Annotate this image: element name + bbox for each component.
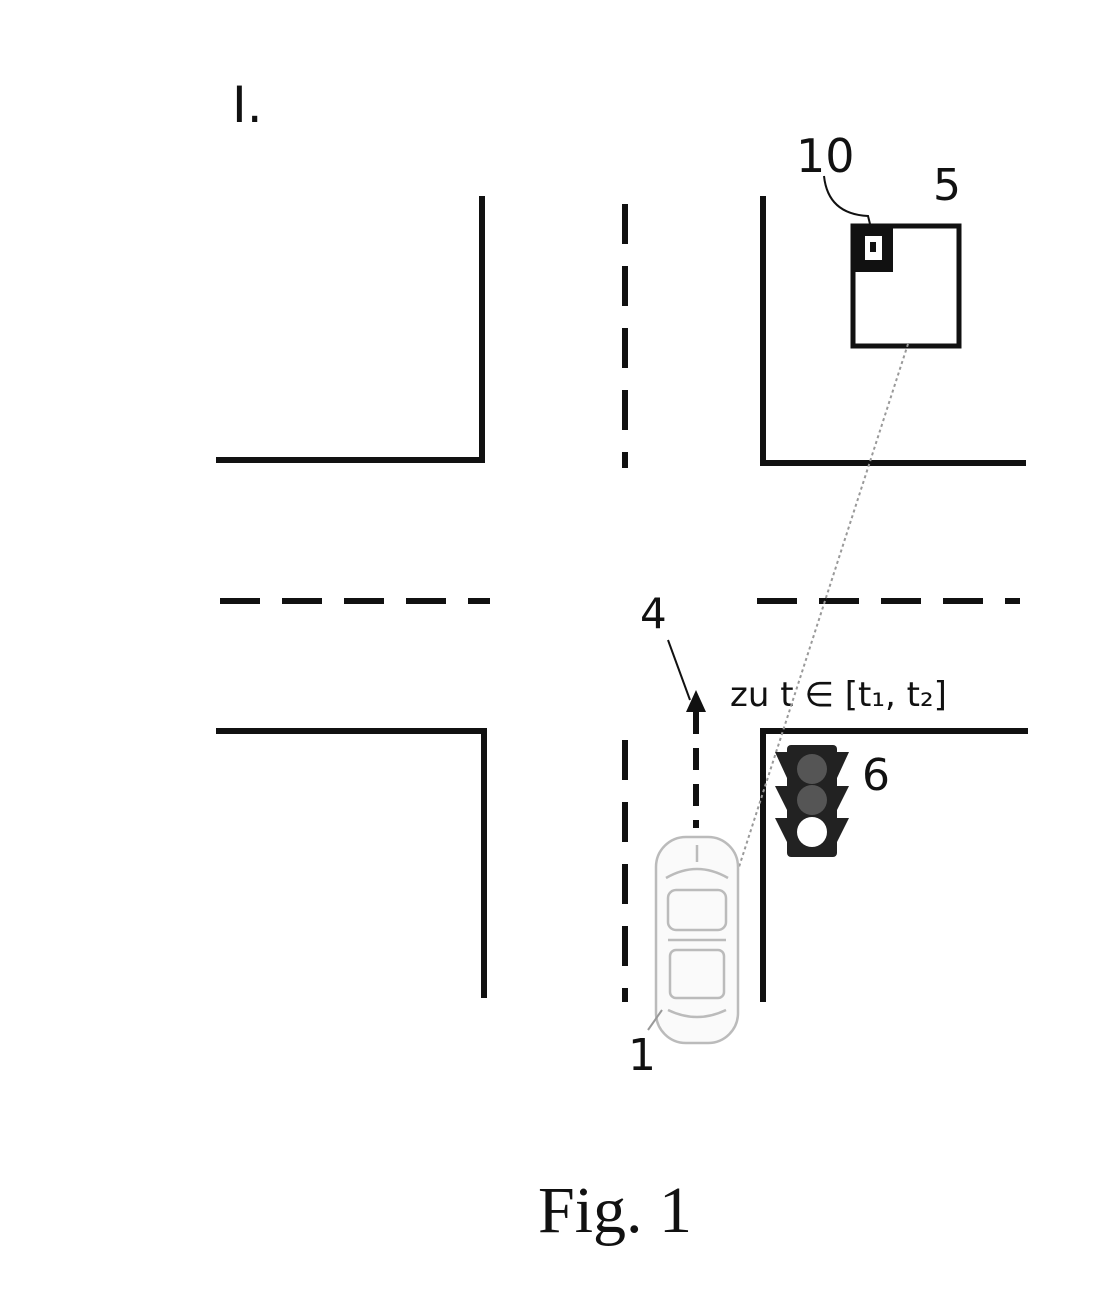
traffic-light-icon <box>775 745 849 857</box>
module-box-icon <box>853 226 893 272</box>
label-vehicle: 1 <box>628 1030 656 1081</box>
label-server: 5 <box>933 160 961 211</box>
car-topview-icon <box>654 835 740 1045</box>
time-window-label: zu t ∈ [t₁, t₂] <box>730 675 947 715</box>
label-traffic-light: 6 <box>862 750 890 801</box>
curb-bottom-right <box>760 728 1028 1002</box>
communication-link <box>737 343 909 871</box>
leader-module <box>823 175 873 233</box>
figure-caption: Fig. 1 <box>538 1174 692 1247</box>
leader-vehicle <box>647 1009 663 1031</box>
trajectory-arrowhead <box>686 690 706 712</box>
label-trajectory: 4 <box>640 589 667 638</box>
label-module: 10 <box>796 129 855 183</box>
leader-trajectory <box>667 639 691 701</box>
curb-top-right <box>760 196 1026 466</box>
panel-label: I. <box>232 76 263 134</box>
curb-bottom-left <box>216 728 487 998</box>
curb-top-left <box>216 196 485 463</box>
